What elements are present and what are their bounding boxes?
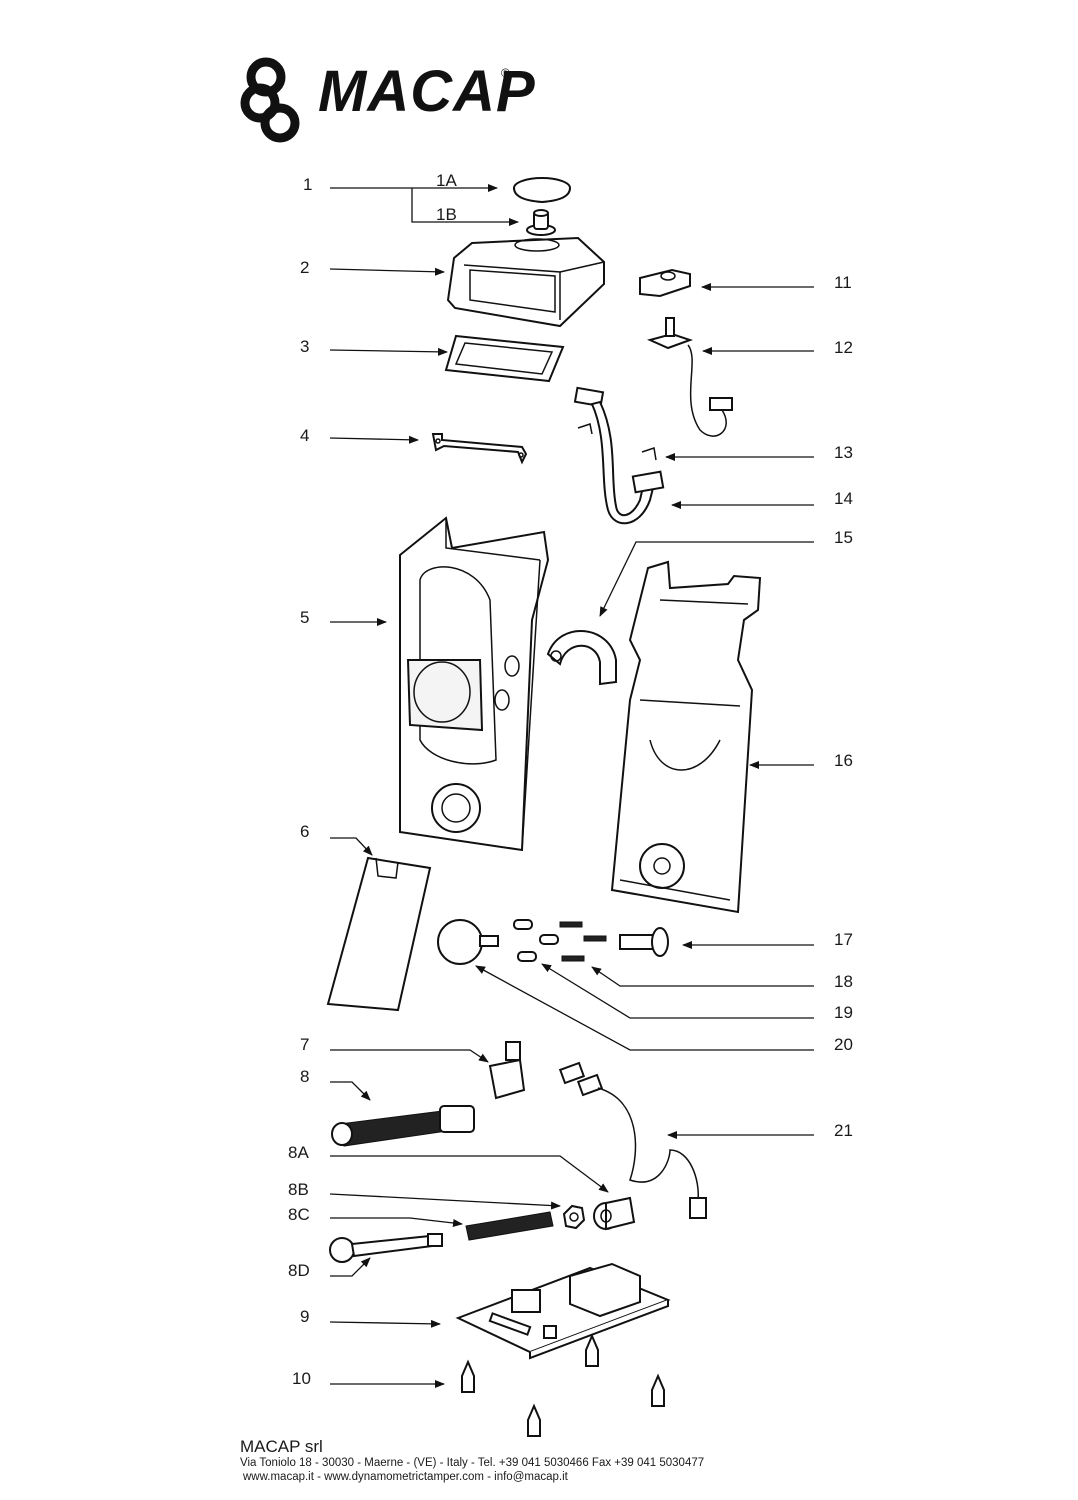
label-12: 12: [834, 338, 853, 357]
label-11: 11: [834, 273, 852, 292]
label-7: 7: [300, 1035, 309, 1054]
part-5-front-housing: [399, 516, 550, 852]
part-8-spring-assembly: [331, 1105, 475, 1147]
label-8c: 8C: [288, 1205, 310, 1224]
part-15-strap: [546, 630, 617, 686]
part-8a-sleeve: [593, 1196, 636, 1231]
part-8b-nut: [562, 1204, 586, 1230]
part-18-19-springs-pins: [513, 919, 607, 962]
macap-logo-mark: [240, 57, 300, 143]
part-10-standoffs: [461, 1333, 665, 1437]
brand-name: MACAP: [318, 59, 536, 124]
label-17: 17: [834, 930, 853, 949]
label-16: 16: [834, 751, 853, 770]
registered-mark: ®: [501, 66, 510, 80]
label-15: 15: [834, 528, 853, 547]
label-8d: 8D: [288, 1261, 310, 1280]
part-7-microswitch: [488, 1041, 526, 1100]
part-17-shaft: [619, 927, 669, 957]
part-3-display-panel: [444, 334, 565, 383]
label-1a: 1A: [436, 171, 457, 190]
part-8c-spring: [465, 1211, 554, 1241]
part-13-clips: [577, 423, 657, 461]
part-1a-knob: [513, 177, 571, 204]
label-19: 19: [834, 1003, 853, 1022]
label-4: 4: [300, 426, 309, 445]
part-14-ribbon-cable: [573, 386, 665, 525]
footer-address: Via Toniolo 18 - 30030 - Maerne - (VE) -…: [240, 1457, 705, 1469]
part-8d-bolt: [329, 1233, 443, 1263]
label-14: 14: [834, 489, 853, 508]
label-2: 2: [300, 258, 309, 277]
part-2-display-housing: [446, 236, 605, 328]
part-12-sensor-cable: [647, 317, 733, 437]
label-21: 21: [834, 1121, 853, 1140]
label-1b: 1B: [436, 205, 457, 224]
footer-company: MACAP srl: [240, 1437, 323, 1456]
leader-lines: [329, 184, 814, 1388]
label-3: 3: [300, 337, 309, 356]
label-8b: 8B: [288, 1180, 309, 1199]
part-21-cable: [558, 1061, 707, 1219]
label-20: 20: [834, 1035, 853, 1054]
label-5: 5: [300, 608, 309, 627]
label-13: 13: [834, 443, 853, 462]
label-8a: 8A: [288, 1143, 309, 1162]
label-18: 18: [834, 972, 853, 991]
label-6: 6: [300, 822, 309, 841]
label-8: 8: [300, 1067, 309, 1086]
label-10: 10: [292, 1369, 311, 1388]
part-16-rear-housing: [610, 560, 762, 914]
part-20-ball: [437, 919, 499, 965]
part-4-bracket: [431, 433, 528, 465]
label-9: 9: [300, 1307, 309, 1326]
part-6-cover: [326, 856, 432, 1012]
part-9-circuit-board: [455, 1262, 671, 1360]
footer-web: www.macap.it - www.dynamometrictamper.co…: [243, 1471, 568, 1483]
part-11-block: [639, 268, 691, 298]
part-1b-pin: [526, 209, 556, 236]
label-1: 1: [303, 175, 312, 194]
